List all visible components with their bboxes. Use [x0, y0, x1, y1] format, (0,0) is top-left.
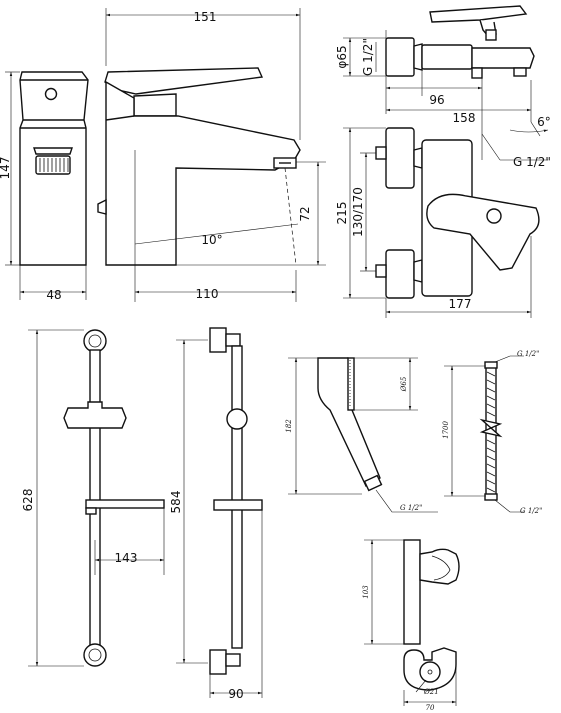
- basin-spout-height-label: 72: [298, 206, 312, 221]
- bath-width-label: 177: [449, 297, 472, 311]
- rail-projection-dimension: 143: [95, 551, 164, 565]
- rail-projection-label: 143: [115, 551, 138, 565]
- basin-base-width-label: 48: [46, 288, 61, 302]
- basin-height-dimension: 147: [0, 72, 13, 265]
- basin-angle-label: 10°: [201, 233, 222, 247]
- hose-thread-top-label: G 1/2": [517, 350, 539, 358]
- bath-total-depth-label: 158: [453, 111, 476, 125]
- aerator-mesh: [35, 155, 71, 175]
- bath-centers-dimension: 130/170: [351, 153, 368, 271]
- bath-thread-left-label: G 1/2": [361, 38, 375, 76]
- bath-angle-dimension: 6°: [509, 115, 551, 133]
- wall-bracket-side-view: [364, 539, 460, 645]
- bracket-width-dimension: 70: [404, 700, 456, 712]
- bath-width-dimension: 177: [386, 297, 531, 314]
- bracket-diameter-label: Ø21: [423, 688, 439, 696]
- bath-mixer-front-view: [343, 127, 540, 318]
- wall-bracket-top-view: [403, 647, 457, 706]
- hand-shower: [288, 357, 438, 513]
- basin-width-label: 151: [194, 10, 217, 24]
- basin-base-width-dimension: 48: [20, 288, 86, 302]
- rail-side-depth-label: 90: [228, 687, 243, 701]
- basin-mixer-side-view: [97, 8, 326, 302]
- shower-head-dimension: Ø65: [400, 358, 412, 410]
- rail-length-dimension: 628: [21, 330, 39, 666]
- bath-mixer-top-view: [343, 5, 548, 161]
- bracket-height-dimension: 103: [362, 540, 374, 644]
- basin-reach-dimension: 110: [135, 287, 296, 301]
- rail-side-depth-dimension: 90: [210, 687, 262, 701]
- bath-depth-label: 96: [429, 93, 444, 107]
- hose-thread-bottom-label: G 1/2": [520, 507, 542, 515]
- shower-length-dimension: 182: [285, 358, 298, 494]
- rail-length-label: 628: [21, 489, 35, 512]
- bath-total-depth-dimension: 158: [386, 108, 531, 125]
- basin-reach-label: 110: [196, 287, 219, 301]
- basin-height-label: 147: [0, 157, 12, 180]
- bath-angle-label: 6°: [537, 115, 551, 129]
- bath-height-dimension: 215: [335, 127, 352, 298]
- shower-thread-label: G 1/2": [400, 504, 422, 512]
- shower-head-label: Ø65: [400, 376, 408, 392]
- slide-rail-side-view: [176, 327, 263, 698]
- bracket-width-label: 70: [426, 704, 435, 712]
- shower-length-label: 182: [285, 419, 293, 433]
- shower-hose: [444, 355, 524, 513]
- bath-thread-left-dimension: G 1/2": [361, 38, 377, 76]
- hose-length-dimension: 1700: [442, 366, 454, 496]
- bath-centers-label: 130/170: [351, 187, 365, 237]
- bath-thread-right-label: G 1/2": [513, 155, 551, 169]
- slide-rail-front-view: [28, 329, 165, 667]
- rail-side-length-label: 584: [169, 491, 183, 514]
- bracket-height-label: 103: [362, 585, 370, 599]
- bath-height-label: 215: [335, 202, 349, 225]
- bath-depth-dimension: 96: [386, 86, 482, 107]
- basin-spout-height-dimension: 72: [298, 162, 320, 265]
- basin-mixer-front-view: [5, 71, 89, 300]
- bath-rosette-label: φ65: [335, 45, 349, 68]
- bath-rosette-dimension: φ65: [335, 38, 352, 76]
- basin-width-dimension: 151: [106, 10, 300, 24]
- rail-side-length-dimension: 584: [169, 340, 186, 663]
- hose-length-label: 1700: [442, 421, 450, 439]
